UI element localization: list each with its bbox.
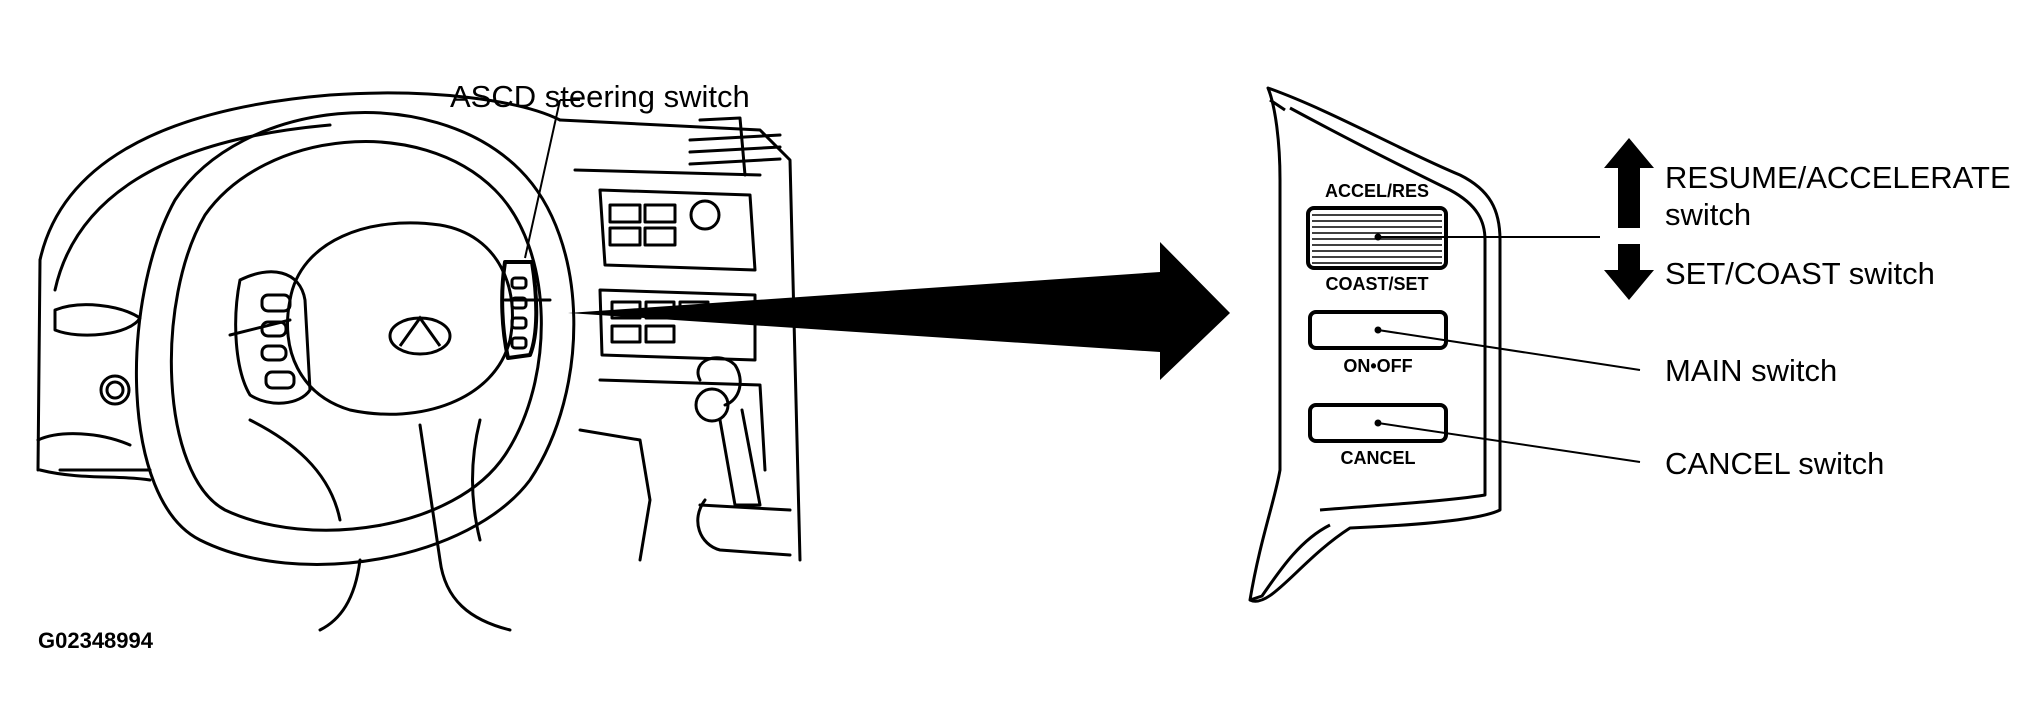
figure-id: G02348994 bbox=[38, 628, 154, 653]
main-switch-label: MAIN switch bbox=[1665, 353, 1837, 388]
accel-res-button-label: ACCEL/RES bbox=[1325, 181, 1429, 201]
steering-wheel-illustration bbox=[36, 91, 802, 632]
callout-leaders bbox=[1377, 236, 1641, 463]
resume-accelerate-label: RESUME/ACCELERATE bbox=[1665, 160, 2011, 195]
steering-switch-label: ASCD steering switch bbox=[450, 79, 750, 114]
coast-set-button-label: COAST/SET bbox=[1325, 274, 1428, 294]
cancel-switch-label: CANCEL switch bbox=[1665, 446, 1884, 481]
resume-accelerate-label-line2: switch bbox=[1665, 197, 1751, 232]
main-switch bbox=[1308, 310, 1448, 350]
down-arrow-icon bbox=[1604, 244, 1654, 300]
pointer-arrow-icon bbox=[568, 242, 1230, 380]
up-arrow-icon bbox=[1604, 138, 1654, 228]
switch-panel bbox=[1248, 86, 1502, 603]
steering-switch-leader bbox=[524, 99, 580, 259]
cancel-button-label: CANCEL bbox=[1341, 448, 1416, 468]
on-off-button-label: ON•OFF bbox=[1343, 356, 1412, 376]
accel-coast-switch bbox=[1306, 206, 1448, 270]
infiniti-logo-icon bbox=[388, 315, 452, 356]
set-coast-label: SET/COAST switch bbox=[1665, 256, 1935, 291]
